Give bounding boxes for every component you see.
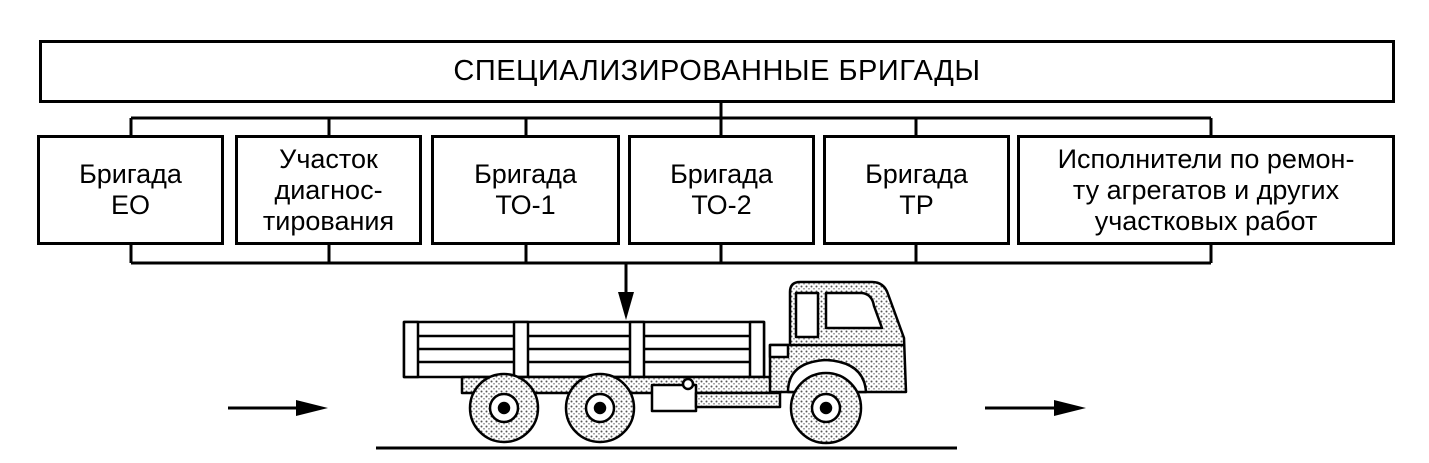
unit-label: Бригада ТО-1	[474, 159, 577, 220]
header-title: СПЕЦИАЛИЗИРОВАННЫЕ БРИГАДЫ	[453, 55, 981, 87]
unit-label: Бригада ЕО	[79, 159, 182, 220]
unit-label: Бригада ТР	[865, 159, 968, 220]
bottom-connector-bus	[129, 244, 1213, 265]
unit-label: Бригада ТО-2	[670, 159, 773, 220]
arrow-right-icon	[228, 400, 328, 416]
unit-box-to2: Бригада ТО-2	[628, 135, 815, 245]
arrow-right-icon	[985, 400, 1086, 416]
top-connector-bus	[129, 103, 1213, 136]
unit-box-eo: Бригада ЕО	[37, 135, 224, 245]
unit-box-diagnostics: Участок диагнос- тирования	[235, 135, 422, 245]
truck-icon	[402, 280, 908, 445]
unit-box-tr: Бригада ТР	[823, 135, 1010, 245]
arrow-down-icon	[618, 263, 634, 320]
unit-box-repair-workers: Исполнители по ремон- ту агрегатов и дру…	[1017, 135, 1395, 245]
specialized-teams-header: СПЕЦИАЛИЗИРОВАННЫЕ БРИГАДЫ	[39, 40, 1395, 103]
unit-label: Исполнители по ремон- ту агрегатов и дру…	[1057, 143, 1355, 236]
unit-box-to1: Бригада ТО-1	[431, 135, 620, 245]
unit-label: Участок диагнос- тирования	[262, 143, 395, 236]
